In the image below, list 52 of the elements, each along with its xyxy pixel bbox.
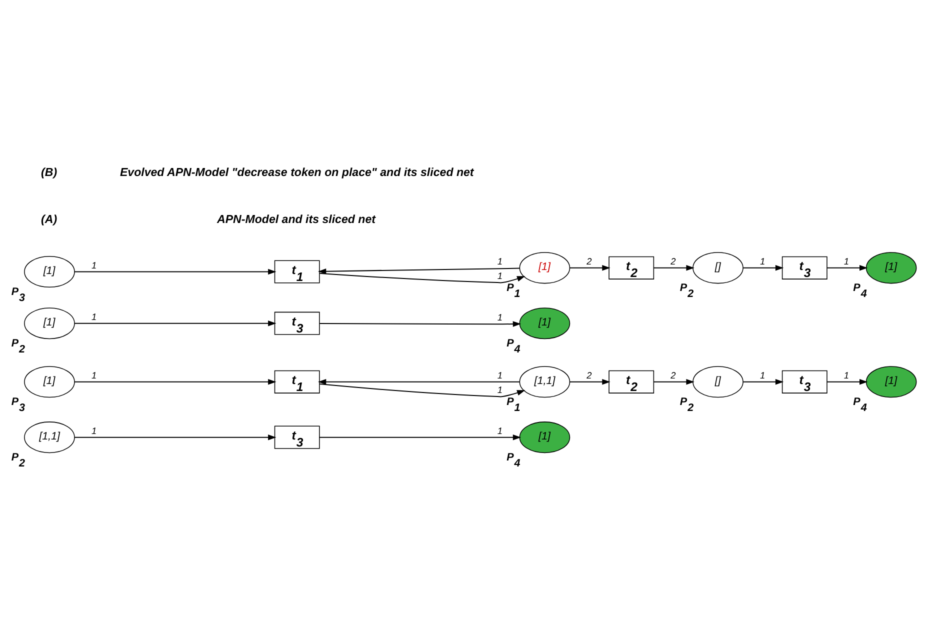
arrow [826, 264, 868, 270]
arrow [318, 434, 522, 440]
node-ellipse: [1] [519, 252, 570, 284]
label: (A) [41, 213, 58, 226]
node-ellipse: [1] [24, 255, 75, 288]
node-ellipse: [1] [24, 307, 75, 339]
node-ellipse: [] [692, 252, 744, 284]
edge-label: 1 [497, 384, 502, 395]
label: APN-Model and its sliced net [217, 213, 376, 226]
arrow [74, 268, 276, 274]
arrow [653, 378, 694, 384]
arrow [74, 320, 276, 326]
arrow [74, 434, 276, 440]
node-ellipse: [1,1] [24, 421, 75, 453]
arrow [319, 383, 526, 397]
edge-label: 1 [497, 312, 502, 322]
edge-label: 1 [497, 425, 502, 436]
arrow [569, 264, 610, 270]
node-ellipse: [1] [866, 366, 917, 398]
node-ellipse: [1,1] [519, 366, 570, 398]
edge-label: 2 [670, 370, 676, 380]
node-ellipse: [1] [24, 366, 75, 398]
arrow [569, 378, 610, 384]
arrow [319, 272, 526, 283]
arrow [319, 320, 522, 326]
edge-label: 2 [586, 256, 592, 266]
edge-label: 1 [91, 370, 97, 380]
edge-label: 1 [844, 256, 850, 266]
edge-label: 1 [91, 311, 97, 322]
edge-label: 1 [760, 370, 766, 380]
edge-label: 1 [497, 370, 502, 380]
arrow [74, 378, 276, 384]
edge-label: 2 [586, 370, 592, 380]
edge-label: 1 [497, 256, 502, 266]
edge-label: 1 [91, 260, 97, 270]
edge-label: 1 [91, 425, 97, 436]
label: Evolved APN-Model "decrease token on place" and its sliced net [120, 166, 474, 178]
arrow [318, 267, 520, 274]
edge-label: 1 [760, 256, 766, 266]
arrow [742, 378, 784, 384]
arrow [653, 264, 694, 270]
arrow [742, 264, 784, 270]
edge-label: 1 [844, 370, 850, 380]
arrow [826, 378, 868, 384]
arrow [318, 378, 520, 384]
node-ellipse: [] [692, 366, 744, 398]
node-ellipse: [1] [519, 421, 570, 453]
edge-label: 2 [670, 256, 676, 266]
node-ellipse: [1] [519, 307, 570, 339]
label: (B) [41, 166, 58, 178]
node-ellipse: [1] [866, 252, 917, 284]
edge-label: 1 [497, 270, 502, 281]
